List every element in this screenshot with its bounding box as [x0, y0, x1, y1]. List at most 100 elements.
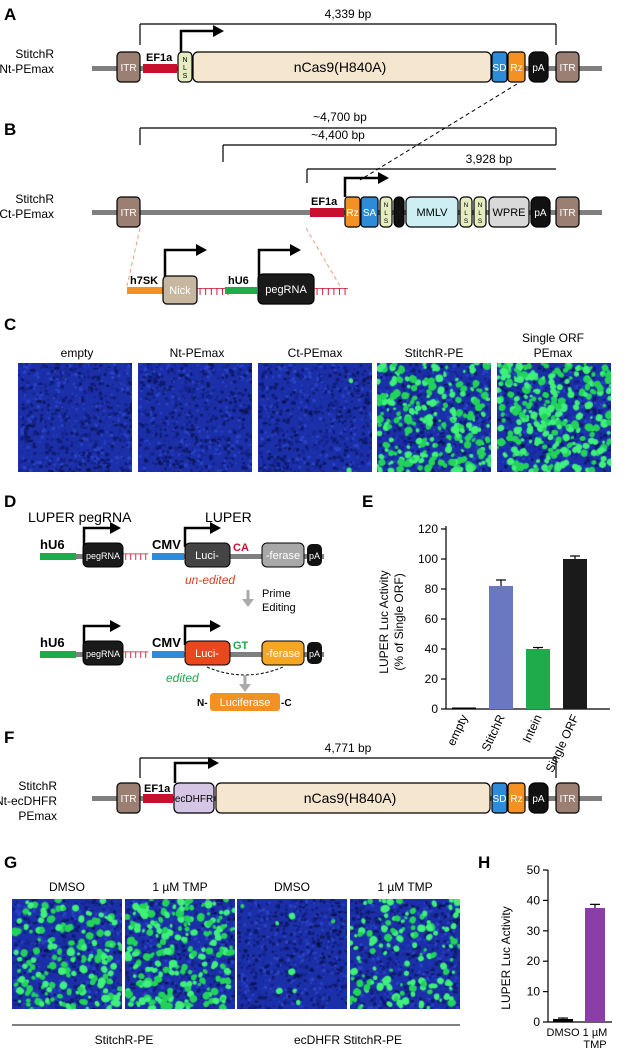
- svg-text:Rz: Rz: [510, 63, 522, 74]
- chart-e-bar-0: [452, 707, 476, 709]
- panel-label-c: C: [4, 315, 16, 334]
- svg-text:Rz: Rz: [510, 794, 522, 805]
- svg-text:EF1a: EF1a: [146, 52, 173, 64]
- panel-label-d: D: [4, 492, 16, 511]
- chart-e-ytick-label: 100: [418, 552, 438, 566]
- svg-text:edited: edited: [166, 671, 199, 685]
- sd-a: [491, 51, 508, 83]
- panel-label-g: G: [4, 853, 17, 872]
- svg-text:L: L: [384, 210, 388, 217]
- svg-text:WPRE: WPRE: [493, 207, 526, 219]
- svg-text:pegRNA: pegRNA: [265, 284, 307, 296]
- svg-text:nCas9(H840A): nCas9(H840A): [294, 59, 387, 75]
- svg-text:Luciferase: Luciferase: [220, 697, 271, 709]
- micrograph-c-ct-pemax: [258, 363, 372, 472]
- svg-text:StitchR: StitchR: [18, 779, 57, 793]
- svg-text:pA: pA: [532, 794, 545, 805]
- panel-label-e: E: [362, 492, 373, 511]
- panel-c-label-4: StitchR-PE: [405, 346, 464, 360]
- svg-text:Prime: Prime: [262, 588, 291, 600]
- svg-text:ITR: ITR: [559, 63, 575, 74]
- chart-h-xlabel-1: 1 µM: [583, 1027, 608, 1039]
- chart-e-xlabel-1: StitchR: [479, 712, 508, 753]
- svg-text:1 µM TMP: 1 µM TMP: [377, 880, 432, 894]
- svg-text:L: L: [183, 65, 187, 72]
- svg-text:Editing: Editing: [262, 602, 296, 614]
- construct-label-a-1: StitchR: [15, 47, 54, 61]
- svg-text:TTTTTT: TTTTTT: [314, 287, 348, 298]
- svg-text:Nick: Nick: [169, 285, 191, 297]
- chart-h-xlabel-0: DMSO: [547, 1027, 580, 1039]
- svg-text:MMLV: MMLV: [417, 207, 449, 219]
- svg-text:un-edited: un-edited: [185, 573, 235, 587]
- svg-text:DMSO: DMSO: [49, 880, 85, 894]
- svg-text:ITR: ITR: [120, 208, 136, 219]
- svg-text:S: S: [384, 218, 389, 225]
- svg-text:hU6: hU6: [228, 275, 249, 287]
- h7sk-promoter: [127, 287, 163, 294]
- rz-a: [507, 51, 526, 83]
- pegrna-block: [257, 273, 315, 305]
- svg-text:h7SK: h7SK: [130, 275, 158, 287]
- svg-text:N-: N-: [197, 698, 208, 709]
- svg-text:LUPER pegRNA: LUPER pegRNA: [28, 509, 132, 525]
- svg-text:hU6: hU6: [40, 537, 65, 552]
- panel-c-label-3: Ct-PEmax: [288, 346, 343, 360]
- svg-text:SA: SA: [363, 208, 377, 219]
- chart-h-xlabel-1: TMP: [583, 1039, 606, 1051]
- svg-text:Nt-ecDHFR: Nt-ecDHFR: [0, 794, 57, 808]
- chart-h-bar-1: [585, 908, 605, 1022]
- svg-text:CA: CA: [233, 542, 249, 554]
- svg-text:pegRNA: pegRNA: [86, 649, 120, 659]
- chart-h-ylabel: LUPER Luc Activity: [499, 906, 513, 1009]
- svg-text:-C: -C: [281, 698, 292, 709]
- arrow-a: [179, 29, 215, 52]
- svg-text:S: S: [478, 218, 483, 225]
- construct-label-a-2: Nt-PEmax: [0, 62, 54, 76]
- svg-text:-ferase: -ferase: [266, 648, 300, 660]
- svg-text:pA: pA: [309, 551, 320, 561]
- svg-text:pA: pA: [534, 208, 547, 219]
- svg-text:hU6: hU6: [40, 635, 65, 650]
- svg-text:S: S: [183, 73, 188, 80]
- svg-text:L: L: [478, 210, 482, 217]
- itr-left-a: [116, 51, 141, 83]
- nls-a: [177, 51, 193, 83]
- chart-e-ylabel-2: (% of Single ORF): [392, 573, 406, 670]
- chart-h-ytick-label: 20: [527, 954, 541, 968]
- svg-text:TTTTTT: TTTTTT: [197, 287, 231, 298]
- svg-text:S: S: [464, 218, 469, 225]
- svg-text:nCas9(H840A): nCas9(H840A): [304, 790, 397, 806]
- chart-e-xlabel-0: empty: [444, 712, 471, 748]
- svg-text:3,928 bp: 3,928 bp: [466, 152, 513, 166]
- chart-h-ytick-label: 40: [527, 893, 541, 907]
- svg-text:Rz: Rz: [346, 208, 358, 219]
- chart-e-ytick-label: 20: [425, 672, 439, 686]
- svg-text:ITR: ITR: [120, 63, 136, 74]
- svg-text:LUPER: LUPER: [205, 509, 252, 525]
- svg-text:TTTTT: TTTTT: [123, 650, 149, 660]
- svg-text:N: N: [384, 202, 389, 209]
- svg-text:CMV: CMV: [152, 635, 181, 650]
- svg-text:N: N: [478, 202, 483, 209]
- panel-label-a: A: [4, 5, 16, 24]
- svg-text:pA: pA: [532, 63, 545, 74]
- svg-text:PEmax: PEmax: [18, 809, 57, 823]
- chart-e-ytick-label: 60: [425, 612, 439, 626]
- panel-label-b: B: [4, 120, 16, 139]
- chart-e-bar-3: [563, 559, 587, 709]
- svg-text:1 µM TMP: 1 µM TMP: [152, 880, 207, 894]
- nick-guide: [162, 275, 198, 305]
- chart-e-ylabel-1: LUPER Luc Activity: [377, 570, 391, 673]
- chart-e-xlabel-3: Single ORF: [543, 712, 582, 774]
- chart-e: LUPER Luc Activity (% of Single ORF) 020…: [377, 522, 610, 774]
- svg-text:EF1a: EF1a: [311, 196, 338, 208]
- panel-c-label-5a: Single ORF: [522, 331, 584, 345]
- svg-text:GT: GT: [233, 640, 249, 652]
- svg-text:ecDHFR StitchR-PE: ecDHFR StitchR-PE: [294, 1033, 402, 1047]
- svg-text:N: N: [182, 57, 187, 64]
- micrograph-c-empty: [18, 363, 132, 472]
- micrograph-g-stitchr-tmp: [125, 899, 235, 1009]
- svg-text:SD: SD: [493, 794, 507, 805]
